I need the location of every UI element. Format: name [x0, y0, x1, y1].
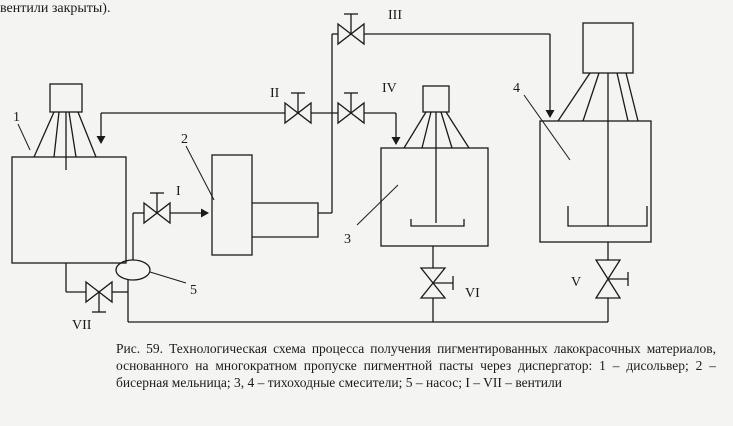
label-5: 5: [190, 283, 197, 298]
label-valve-II: II: [270, 86, 280, 101]
valve-I: [143, 192, 171, 225]
dissolver-1: [11, 83, 127, 264]
label-3: 3: [344, 232, 351, 247]
top-text-fragment: вентили закрыты).: [0, 1, 111, 16]
valve-VI: [419, 267, 454, 299]
label-valve-III: III: [388, 8, 402, 23]
label-valve-I: I: [176, 184, 181, 199]
label-valve-VI: VI: [465, 286, 480, 301]
slow-mixer-4: [539, 22, 652, 243]
valve-II: [284, 92, 312, 125]
label-2: 2: [181, 132, 188, 147]
bead-mill-2: [211, 154, 332, 256]
label-leader-lines: [17, 94, 571, 284]
label-valve-V: V: [571, 275, 581, 290]
valve-V: [594, 259, 629, 299]
valve-III: [337, 13, 365, 46]
figure-caption: Рис. 59. Технологическая схема процесса …: [116, 341, 716, 390]
valve-VII: [85, 280, 113, 313]
slow-mixer-3: [380, 85, 489, 247]
label-valve-VII: VII: [72, 318, 92, 333]
pipelines: [65, 33, 609, 323]
valve-IV: [337, 92, 365, 125]
pump-5: [115, 259, 151, 281]
process-scheme-diagram: 1 2 3 4 5 I II III IV V VI VII: [11, 8, 652, 333]
label-1: 1: [13, 110, 20, 125]
label-valve-IV: IV: [382, 81, 397, 96]
label-4: 4: [513, 81, 520, 96]
